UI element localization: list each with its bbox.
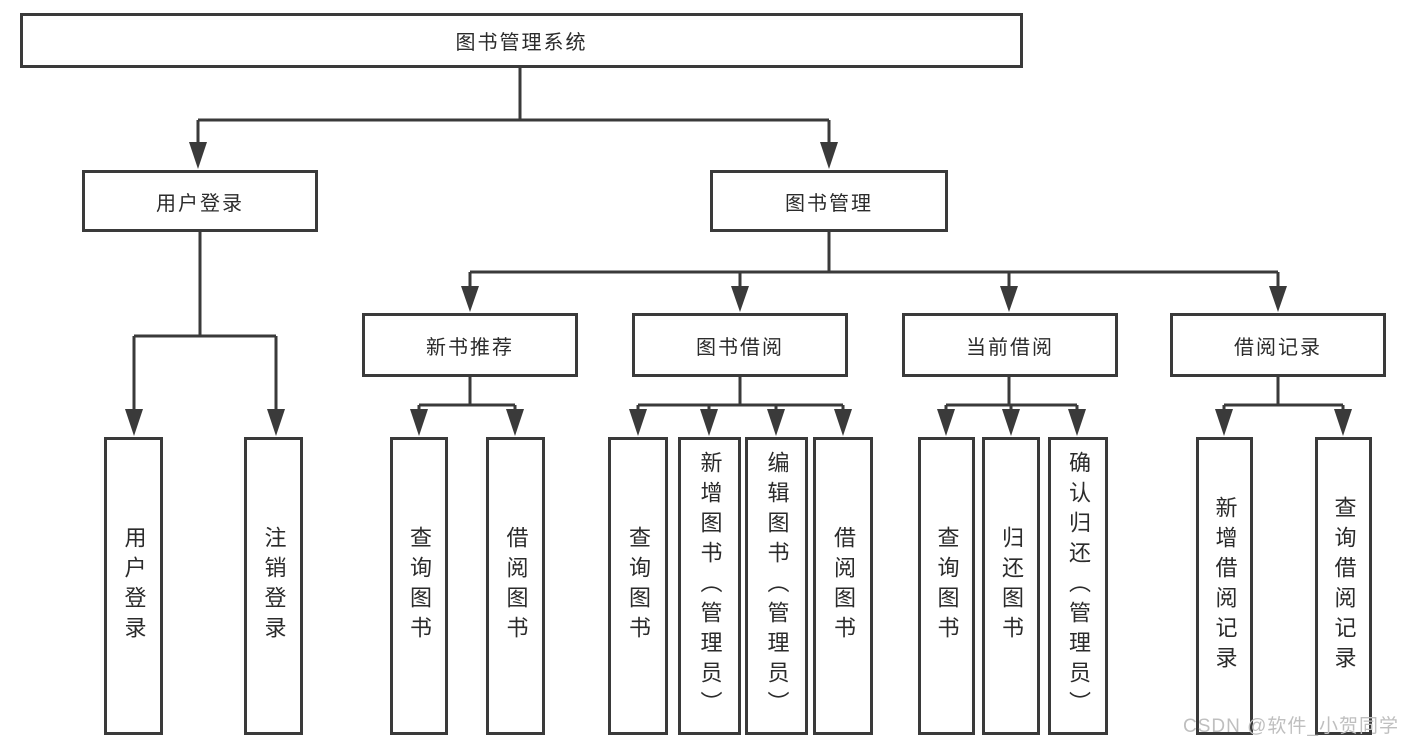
leaf-label: 新增借阅记录 — [1212, 496, 1238, 676]
leaf-label: 查询借阅记录 — [1331, 496, 1357, 676]
leaf-label: 注销登录 — [261, 526, 287, 646]
node-book-management: 图书管理 — [710, 170, 948, 232]
leaf-label: 借阅图书 — [831, 526, 856, 646]
leaf-query-books-borrow: 查询图书 — [608, 437, 668, 735]
leaf-logout: 注销登录 — [244, 437, 303, 735]
node-borrow-records: 借阅记录 — [1170, 313, 1386, 377]
leaf-borrow-books-recommend: 借阅图书 — [486, 437, 545, 735]
leaf-label: 归还图书 — [999, 526, 1024, 646]
leaf-label: 编辑图书（管理员） — [764, 451, 790, 721]
node-book-borrow: 图书借阅 — [632, 313, 848, 377]
leaf-label: 用户登录 — [121, 526, 147, 646]
node-new-book-recommend: 新书推荐 — [362, 313, 578, 377]
node-user-login: 用户登录 — [82, 170, 318, 232]
leaf-add-books-admin: 新增图书（管理员） — [678, 437, 741, 735]
leaf-label: 确认归还（管理员） — [1066, 451, 1091, 721]
node-current-borrow: 当前借阅 — [902, 313, 1118, 377]
leaf-label: 查询图书 — [407, 526, 432, 646]
node-root: 图书管理系统 — [20, 13, 1023, 68]
watermark: CSDN @软件_小贺同学 — [1183, 716, 1399, 737]
leaf-user-login: 用户登录 — [104, 437, 163, 735]
leaf-label: 查询图书 — [626, 526, 651, 646]
leaf-confirm-return-admin: 确认归还（管理员） — [1048, 437, 1108, 735]
leaf-return-books: 归还图书 — [982, 437, 1040, 735]
leaf-edit-books-admin: 编辑图书（管理员） — [745, 437, 808, 735]
leaf-query-books-recommend: 查询图书 — [390, 437, 448, 735]
leaf-query-books-current: 查询图书 — [918, 437, 975, 735]
leaf-query-borrow-record: 查询借阅记录 — [1315, 437, 1372, 735]
leaf-label: 新增图书（管理员） — [697, 451, 723, 721]
leaf-label: 借阅图书 — [503, 526, 529, 646]
leaf-label: 查询图书 — [934, 526, 960, 646]
leaf-borrow-books: 借阅图书 — [813, 437, 873, 735]
leaf-add-borrow-record: 新增借阅记录 — [1196, 437, 1253, 735]
arrowheads — [125, 142, 1352, 436]
